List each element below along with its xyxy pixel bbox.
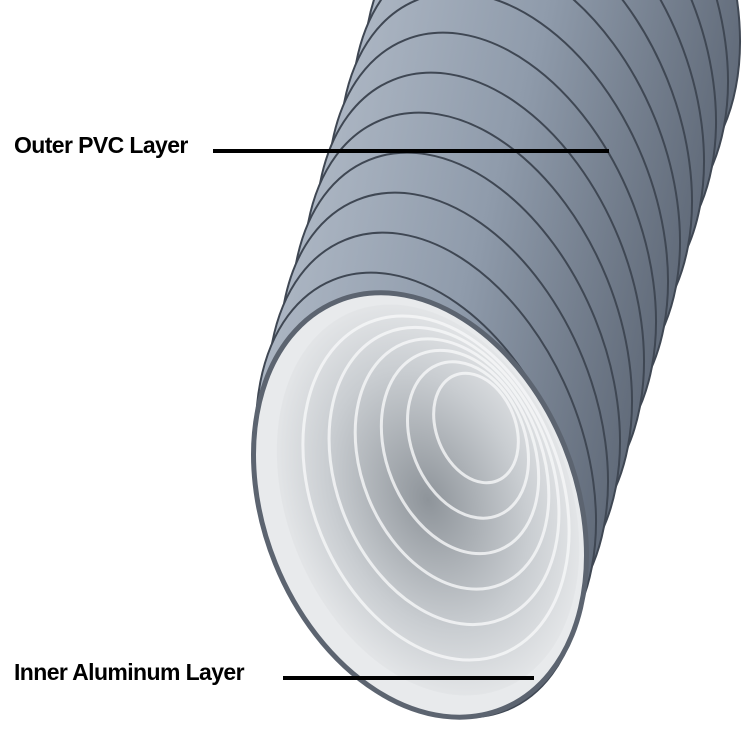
aluminum-rib (379, 348, 541, 556)
inner-aluminum-opening (251, 290, 589, 720)
inner-aluminum-layer-label: Inner Aluminum Layer (14, 659, 245, 685)
aluminum-rib (432, 371, 520, 485)
aluminum-rib (301, 314, 571, 662)
aluminum-rib (406, 360, 530, 520)
aluminum-rib (353, 337, 551, 591)
aluminum-rib (327, 325, 561, 627)
inner-aluminum-leader-line (283, 676, 534, 680)
outer-pvc-leader-line (213, 149, 609, 153)
outer-pvc-layer-label: Outer PVC Layer (14, 132, 188, 158)
